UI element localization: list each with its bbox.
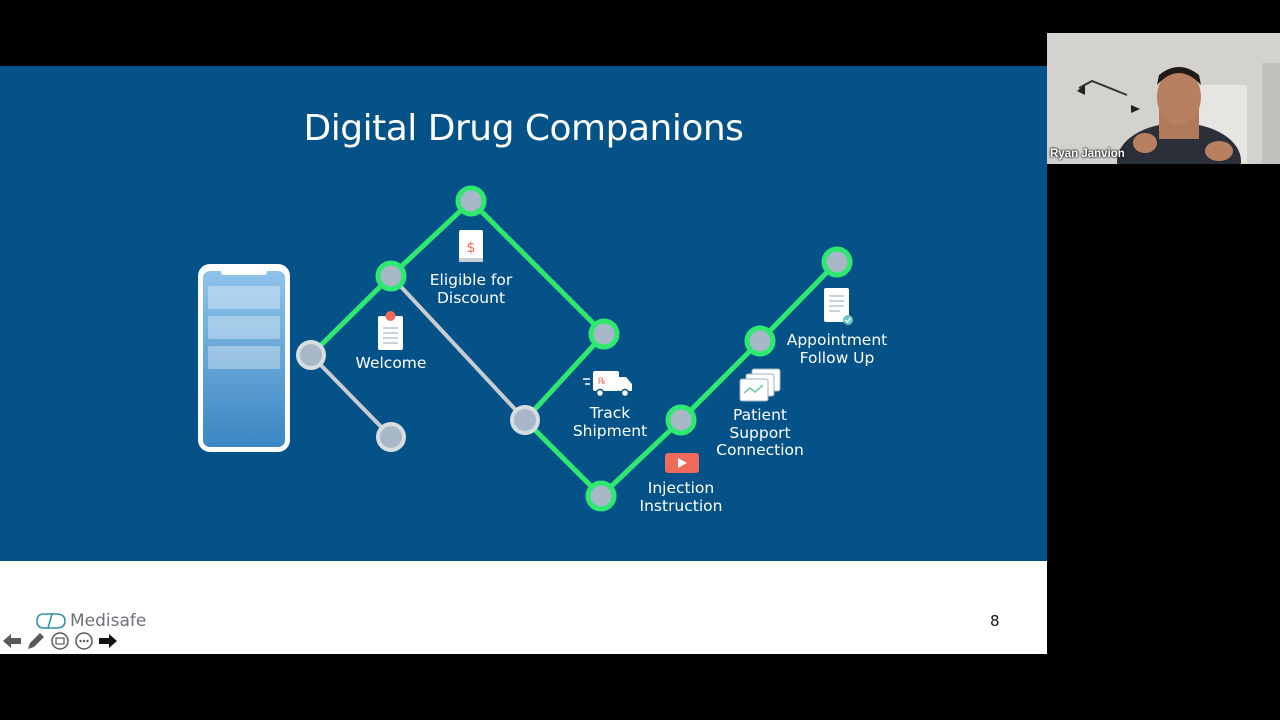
- delivery-truck-icon: ℞: [583, 371, 632, 398]
- participant-video-tile[interactable]: Ryan Janvion: [1047, 33, 1280, 164]
- node-appointment: [821, 246, 853, 278]
- participant-video-feed: [1047, 33, 1280, 164]
- video-play-icon: [665, 453, 699, 473]
- phone-illustration: [198, 264, 290, 452]
- label-appointment-follow-up: Appointment Follow Up: [786, 331, 888, 367]
- slide-title: Digital Drug Companions: [303, 108, 744, 149]
- node-branch: [510, 405, 540, 435]
- svg-text:℞: ℞: [598, 377, 606, 387]
- slideshow-toolbar: [2, 631, 118, 651]
- arrow-right-icon[interactable]: [98, 631, 118, 651]
- clipboard-icon: [378, 311, 403, 350]
- inactive-paths: [309, 274, 527, 439]
- node-discount: [455, 185, 487, 217]
- dollar-document-icon: $: [459, 230, 483, 262]
- participant-name: Ryan Janvion: [1050, 148, 1125, 160]
- more-icon[interactable]: [74, 631, 94, 651]
- label-injection-instruction: Injection Instruction: [639, 479, 723, 515]
- pill-logo-icon: [36, 613, 66, 629]
- slide-content-area: Digital Drug Companions: [0, 66, 1047, 561]
- label-eligible-for-discount: Eligible for Discount: [429, 271, 513, 307]
- svg-text:$: $: [467, 240, 476, 256]
- presentation-slide: Digital Drug Companions: [0, 66, 1047, 654]
- node-injection: [665, 404, 697, 436]
- arrow-left-icon[interactable]: [2, 631, 22, 651]
- node-end-inactive: [376, 422, 406, 452]
- journey-diagram: $ ℞: [198, 185, 853, 512]
- node-shipment: [588, 318, 620, 350]
- node-start: [296, 340, 326, 370]
- node-support: [744, 325, 776, 357]
- label-track-shipment: Track Shipment: [572, 404, 648, 440]
- label-patient-support-connection: Patient Support Connection: [716, 406, 804, 459]
- node-bottom: [585, 480, 617, 512]
- label-welcome: Welcome: [355, 354, 427, 372]
- slide-page-number: 8: [990, 612, 1000, 630]
- path-nodes: [296, 185, 853, 512]
- cards-stack-icon: [739, 368, 781, 402]
- checked-document-icon: [824, 288, 853, 325]
- medisafe-logo: Medisafe: [35, 611, 146, 631]
- pen-icon[interactable]: [26, 631, 46, 651]
- slides-icon[interactable]: [50, 631, 70, 651]
- node-welcome: [375, 260, 407, 292]
